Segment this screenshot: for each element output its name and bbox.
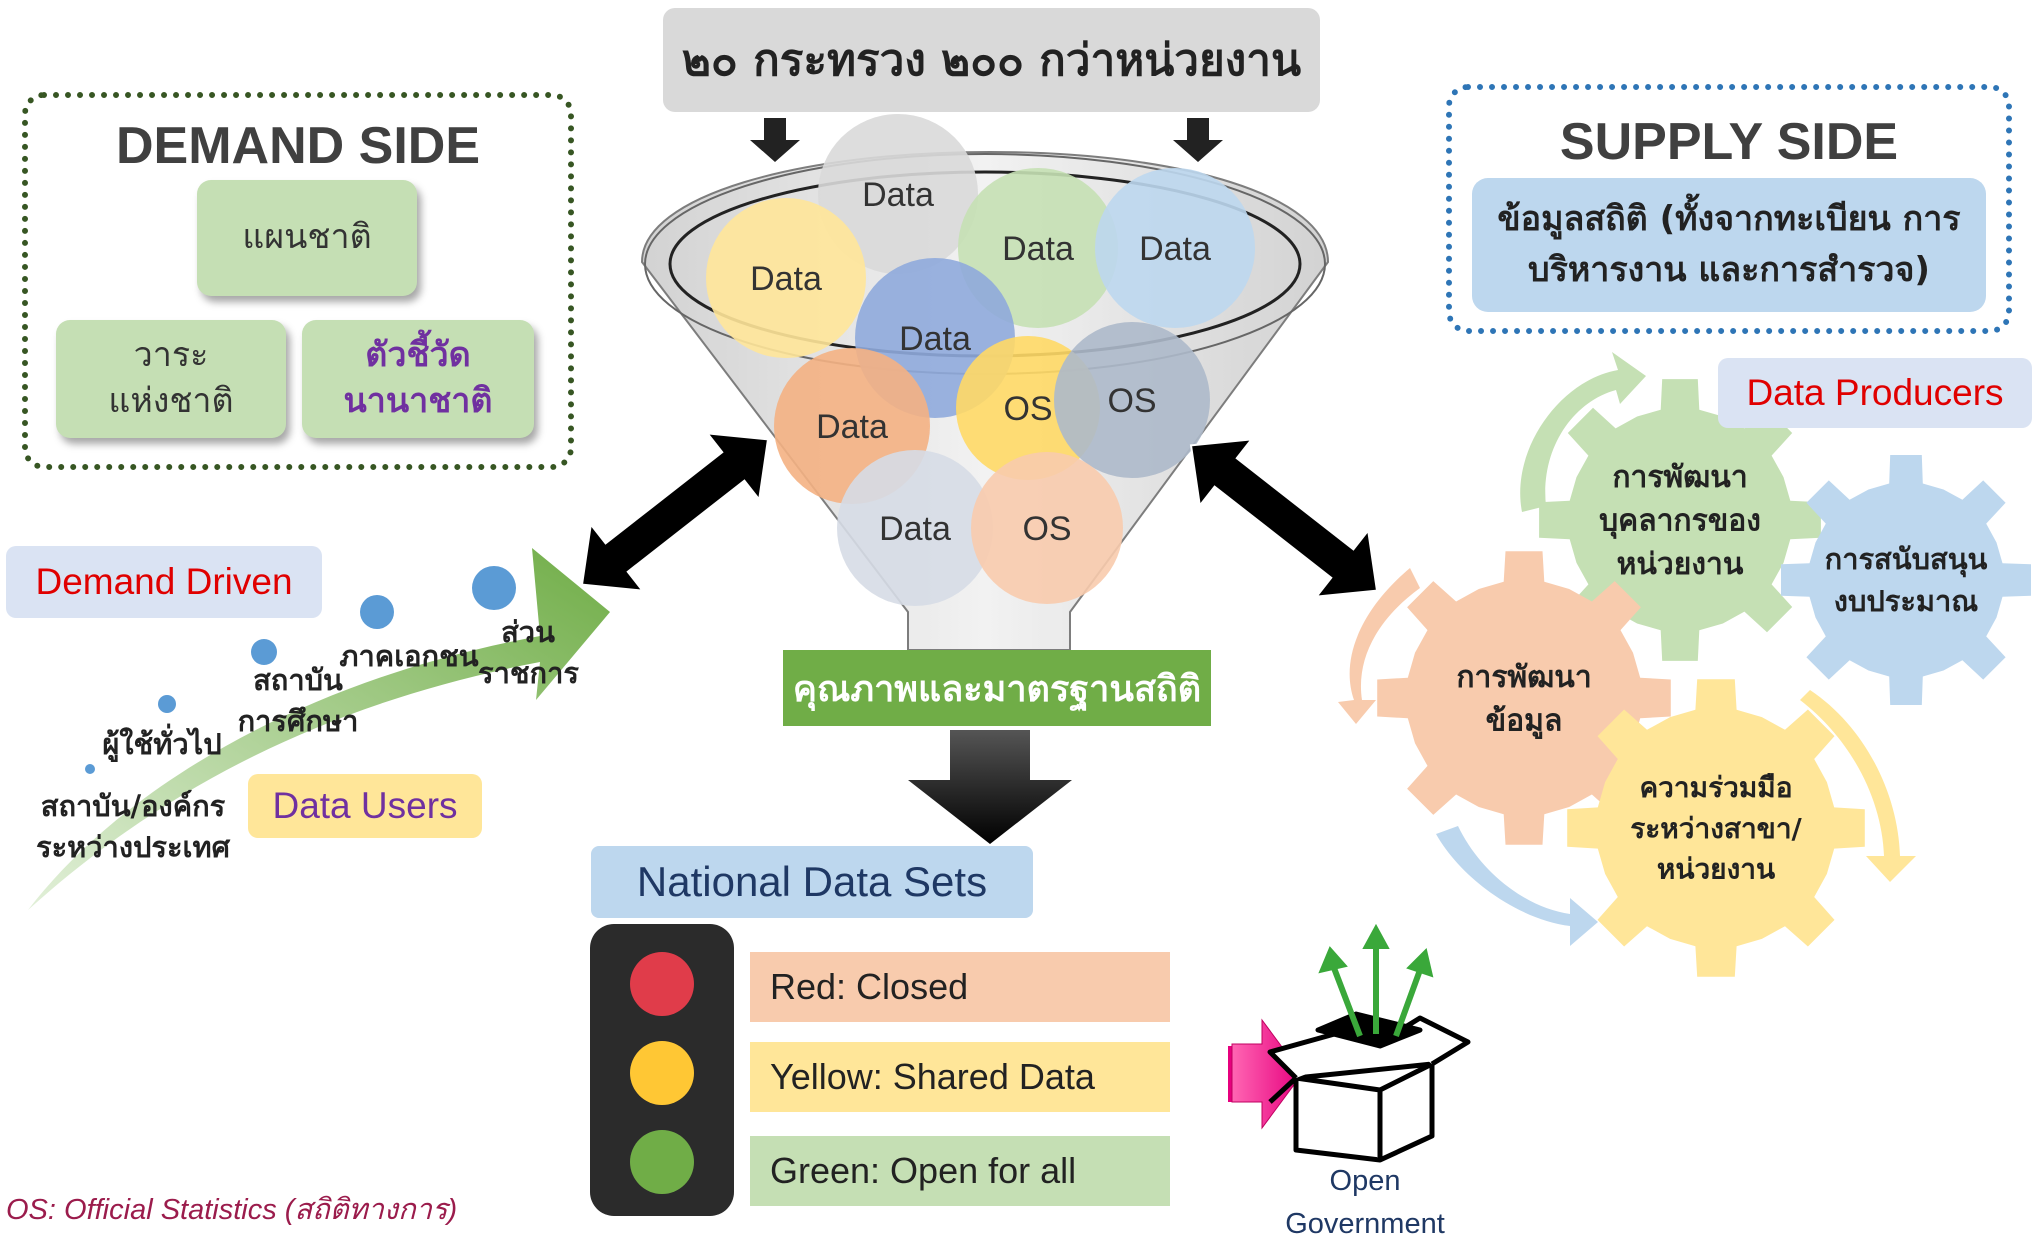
legend-row-yellow: Yellow: Shared Data: [750, 1042, 1170, 1112]
gear-label: การพัฒนา: [1456, 660, 1591, 695]
data-bubble-label: Data: [1002, 230, 1074, 268]
down-arrow-icon: [1173, 118, 1223, 162]
double-arrow-left-icon: [580, 432, 770, 592]
national-data-sets-title: National Data Sets: [591, 846, 1033, 918]
card-international-indicator: ตัวชี้วัด นานาชาติ: [302, 320, 534, 438]
supply-side-subtitle: ข้อมูลสถิติ (ทั้งจากทะเบียน การ บริหารงา…: [1472, 178, 1986, 312]
gear-label: งบประมาณ: [1834, 584, 1979, 618]
cycle-arrow-orange: [1338, 568, 1420, 724]
gear-icon: [1781, 455, 2031, 705]
gear-label: บุคลากรของ: [1599, 504, 1761, 540]
gear-label: หน่วยงาน: [1657, 852, 1775, 885]
gear-group: การพัฒนาบุคลากรของหน่วยงานการสนับสนุนงบป…: [1377, 379, 2031, 977]
gear-icon: [1377, 551, 1671, 845]
user-group-private: ภาคเอกชน: [339, 639, 479, 673]
data-bubble-label: OS: [1003, 390, 1052, 428]
supply-side-box: [1446, 84, 2012, 334]
demand-side-box: [22, 92, 574, 470]
data-bubble: [1095, 168, 1255, 328]
cycle-arrow-green: [1520, 352, 1646, 512]
gear-label: ข้อมูล: [1486, 703, 1563, 739]
data-bubble: [706, 198, 866, 358]
open-government-label: Open Government: [1285, 1164, 1445, 1241]
legend-row-red: Red: Closed: [750, 952, 1170, 1022]
open-arrows-icon: [1318, 923, 1434, 1038]
user-group-academic: สถาบัน การศึกษา: [237, 663, 359, 738]
gear-label: การสนับสนุน: [1825, 542, 1988, 577]
gear-label: การพัฒนา: [1612, 460, 1747, 495]
top-banner: ๒๐ กระทรวง ๒๐๐ กว่าหน่วยงาน: [663, 8, 1320, 112]
pink-arrow-icon: [1228, 1046, 1232, 1102]
data-bubble-label: Data: [1139, 230, 1211, 268]
card-national-plan: แผนชาติ: [197, 180, 417, 296]
data-bubble-label: Data: [750, 260, 822, 298]
data-bubble-label: Data: [879, 510, 951, 548]
data-bubble-label: Data: [899, 320, 971, 358]
gear-icon: [1567, 679, 1865, 977]
pink-arrow-icon: [1231, 1018, 1303, 1130]
os-footnote: OS: Official Statistics (สถิติทางการ): [6, 1194, 458, 1226]
data-bubble-label: Data: [862, 176, 934, 214]
traffic-light-yellow: [630, 1041, 694, 1105]
legend-row-green: Green: Open for all: [750, 1136, 1170, 1206]
cycle-arrow-yellow: [1800, 690, 1916, 882]
traffic-light-green: [630, 1130, 694, 1194]
user-dot: [85, 764, 95, 774]
user-dot: [251, 639, 277, 665]
double-arrow-right-icon: [1189, 438, 1379, 598]
data-bubble-label: OS: [1107, 382, 1156, 420]
user-dot: [158, 695, 176, 713]
data-producers-label: Data Producers: [1718, 358, 2032, 428]
demand-side-title: DEMAND SIDE: [115, 117, 481, 175]
user-group-government: ส่วน ราชการ: [478, 615, 579, 690]
demand-driven-label: Demand Driven: [6, 546, 322, 618]
gear-label: ระหว่างสาขา/: [1630, 812, 1802, 845]
data-bubble-label: Data: [816, 408, 888, 446]
data-bubble-label: OS: [1022, 510, 1071, 548]
banner-title: ๒๐ กระทรวง ๒๐๐ กว่าหน่วยงาน: [681, 35, 1302, 86]
card-national-agenda: วาระ แห่งชาติ: [56, 320, 286, 438]
data-users-label: Data Users: [248, 774, 482, 838]
cycle-arrow-blue: [1436, 826, 1598, 946]
user-dot: [472, 566, 516, 610]
down-arrow-icon: [750, 118, 800, 162]
user-group-international: สถาบัน/องค์กร ระหว่างประเทศ: [36, 789, 230, 864]
quality-standard-label: คุณภาพและมาตรฐานสถิติ: [783, 650, 1211, 726]
user-dot: [360, 595, 394, 629]
open-box-icon: [1267, 1011, 1471, 1163]
data-bubble: [971, 452, 1123, 604]
traffic-light-red: [630, 952, 694, 1016]
data-bubble: [818, 114, 978, 274]
user-group-general: ผู้ใช้ทั่วไป: [102, 727, 222, 761]
supply-side-title: SUPPLY SIDE: [1559, 113, 1899, 171]
gear-label: หน่วยงาน: [1617, 547, 1744, 582]
growth-arrow: [28, 548, 610, 910]
data-bubble: [1054, 322, 1210, 478]
data-bubble: [837, 450, 993, 606]
data-bubble: [958, 168, 1118, 328]
gear-label: ความร่วมมือ: [1639, 771, 1792, 804]
big-down-arrow-icon: [908, 730, 1072, 844]
